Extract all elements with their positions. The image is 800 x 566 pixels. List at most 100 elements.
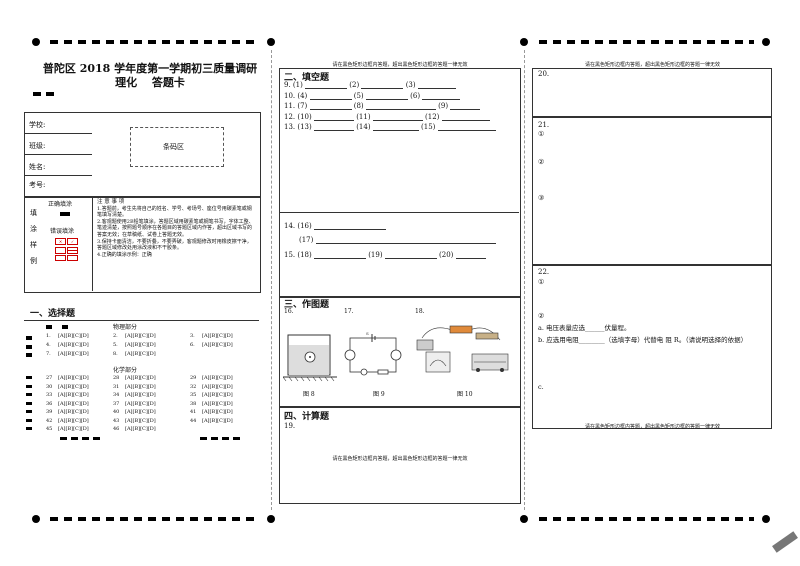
fold-line	[271, 50, 272, 510]
divider	[24, 154, 92, 155]
choice-item[interactable]: 42[A][B][C][D]	[46, 418, 89, 424]
choice-item[interactable]: 32[A][B][C][D]	[190, 384, 233, 390]
choice-options[interactable]: [A][B][C][D]	[202, 375, 233, 381]
choice-item[interactable]: 5.[A][B][C][D]	[113, 342, 156, 348]
choice-options[interactable]: [A][B][C][D]	[125, 333, 156, 339]
answer-blank[interactable]	[417, 81, 456, 89]
choice-options[interactable]: [A][B][C][D]	[58, 375, 89, 381]
choice-options[interactable]: [A][B][C][D]	[125, 409, 156, 415]
answer-blank[interactable]	[313, 113, 354, 121]
choice-options[interactable]: [A][B][C][D]	[58, 417, 89, 424]
choice-item[interactable]: 6.[A][B][C][D]	[190, 342, 233, 348]
choice-options[interactable]: [A][B][C][D]	[125, 392, 156, 398]
choice-options[interactable]: [A][B][C][D]	[125, 417, 156, 424]
notice-line: 3.保持卡面清洁，不要折叠，不要弄破，客观题修改时用橡皮擦干净，答题区域修改处用…	[97, 238, 252, 252]
choice-options[interactable]: [A][B][C][D]	[125, 342, 156, 348]
answer-blank[interactable]	[422, 92, 461, 100]
choice-item[interactable]: 39[A][B][C][D]	[46, 409, 89, 415]
choice-options[interactable]: [A][B][C][D]	[125, 426, 156, 432]
choice-options[interactable]: [A][B][C][D]	[202, 417, 233, 424]
side-char: 涂	[30, 225, 37, 233]
choice-options[interactable]: [A][B][C][D]	[58, 383, 89, 390]
fold-line	[524, 50, 525, 510]
choice-options[interactable]: [A][B][C][D]	[58, 426, 89, 432]
page-title: 普陀区 2018 学年度第一学期初三质量调研 理化 答题卡	[40, 62, 260, 90]
answer-box-2	[279, 68, 521, 298]
choice-item[interactable]: 45[A][B][C][D]	[46, 426, 89, 432]
choice-item[interactable]: 34[A][B][C][D]	[113, 392, 156, 398]
choice-options[interactable]: [A][B][C][D]	[58, 351, 89, 357]
answer-blank[interactable]	[450, 102, 481, 110]
choice-item[interactable]: 33[A][B][C][D]	[46, 392, 89, 398]
sample-side-label: 填 涂 样 例	[30, 205, 40, 269]
answer-blank[interactable]	[313, 251, 366, 259]
answer-blank[interactable]	[309, 102, 352, 110]
choice-options[interactable]: [A][B][C][D]	[202, 392, 233, 398]
choice-options[interactable]: [A][B][C][D]	[202, 409, 233, 415]
choice-item[interactable]: 36[A][B][C][D]	[46, 401, 89, 407]
fill-row: 13. (13) (14) (15)	[284, 123, 496, 131]
answer-blank[interactable]	[361, 81, 404, 89]
answer-blank[interactable]	[384, 251, 437, 259]
wrong-sample	[55, 255, 66, 261]
answer-blank[interactable]	[437, 123, 496, 131]
choice-options[interactable]: [A][B][C][D]	[202, 400, 233, 407]
choice-options[interactable]: [A][B][C][D]	[58, 342, 89, 348]
choice-item[interactable]: 35[A][B][C][D]	[190, 392, 233, 398]
answer-blank[interactable]	[455, 251, 486, 259]
q22-num: 22.	[538, 268, 550, 276]
answer-blank[interactable]	[372, 123, 419, 131]
choice-item[interactable]: 1.[A][B][C][D]	[46, 333, 89, 339]
answer-blank[interactable]	[315, 236, 496, 244]
q19-num: 19.	[284, 422, 296, 430]
q21-mark-3: ③	[538, 194, 545, 202]
choice-options[interactable]: [A][B][C][D]	[58, 392, 89, 398]
choice-options[interactable]: [A][B][C][D]	[58, 400, 89, 407]
answer-blank[interactable]	[313, 123, 354, 131]
answer-blank[interactable]	[441, 113, 490, 121]
answer-box-21	[532, 116, 772, 266]
choice-item[interactable]: 38 [A][B][C][D]	[190, 401, 233, 407]
choice-options[interactable]: [A][B][C][D]	[202, 333, 233, 339]
choice-options[interactable]: [A][B][C][D]	[125, 351, 156, 357]
choice-item[interactable]: 40[A][B][C][D]	[113, 409, 156, 415]
choice-item[interactable]: 31[A][B][C][D]	[113, 384, 156, 390]
choice-number: 38	[190, 400, 197, 407]
answer-blank[interactable]	[313, 222, 386, 230]
answer-blank[interactable]	[372, 113, 423, 121]
choice-options[interactable]: [A][B][C][D]	[125, 383, 156, 390]
answer-blank[interactable]	[309, 92, 352, 100]
choice-options[interactable]: [A][B][C][D]	[58, 409, 89, 415]
choice-item[interactable]: 44[A][B][C][D]	[190, 418, 233, 424]
answer-blank[interactable]	[365, 92, 408, 100]
choice-item[interactable]: 2.[A][B][C][D]	[113, 333, 156, 339]
answer-blank[interactable]	[305, 81, 348, 89]
choice-item[interactable]: 46 [A][B][C][D]	[113, 426, 156, 432]
choice-number: 46	[113, 426, 120, 432]
q15-line: 15. (18) (19) (20)	[284, 251, 486, 259]
choice-item[interactable]: 8. [A][B][C][D]	[113, 351, 156, 357]
choice-options[interactable]: [A][B][C][D]	[58, 333, 89, 339]
blank-label: (2)	[349, 81, 360, 89]
choice-item[interactable]: 27[A][B][C][D]	[46, 375, 89, 381]
right-bottom-warning: 请在黑色矩形边框内答题，超出黑色矩形边框的答题一律无效	[584, 424, 720, 430]
choice-item[interactable]: 29[A][B][C][D]	[190, 375, 233, 381]
choice-item[interactable]: 30[A][B][C][D]	[46, 384, 89, 390]
choice-options[interactable]: [A][B][C][D]	[125, 375, 156, 381]
choice-item[interactable]: 37[A][B][C][D]	[113, 401, 156, 407]
blank-label: (9)	[438, 102, 449, 110]
choice-number: 41	[190, 409, 197, 415]
choice-options[interactable]: [A][B][C][D]	[202, 383, 233, 390]
choice-item[interactable]: 41 [A][B][C][D]	[190, 409, 233, 415]
choice-number: 8.	[113, 351, 118, 357]
choice-item[interactable]: 28[A][B][C][D]	[113, 375, 156, 381]
choice-item[interactable]: 4.[A][B][C][D]	[46, 342, 89, 348]
choice-item[interactable]: 3.[A][B][C][D]	[190, 333, 233, 339]
choice-options[interactable]: [A][B][C][D]	[125, 400, 156, 407]
answer-blank[interactable]	[365, 102, 436, 110]
choice-options[interactable]: [A][B][C][D]	[202, 342, 233, 348]
choice-item[interactable]: 43[A][B][C][D]	[113, 418, 156, 424]
choice-item[interactable]: 7.[A][B][C][D]	[46, 351, 89, 357]
id-mark	[26, 410, 32, 413]
blank-label: (3)	[405, 81, 416, 89]
